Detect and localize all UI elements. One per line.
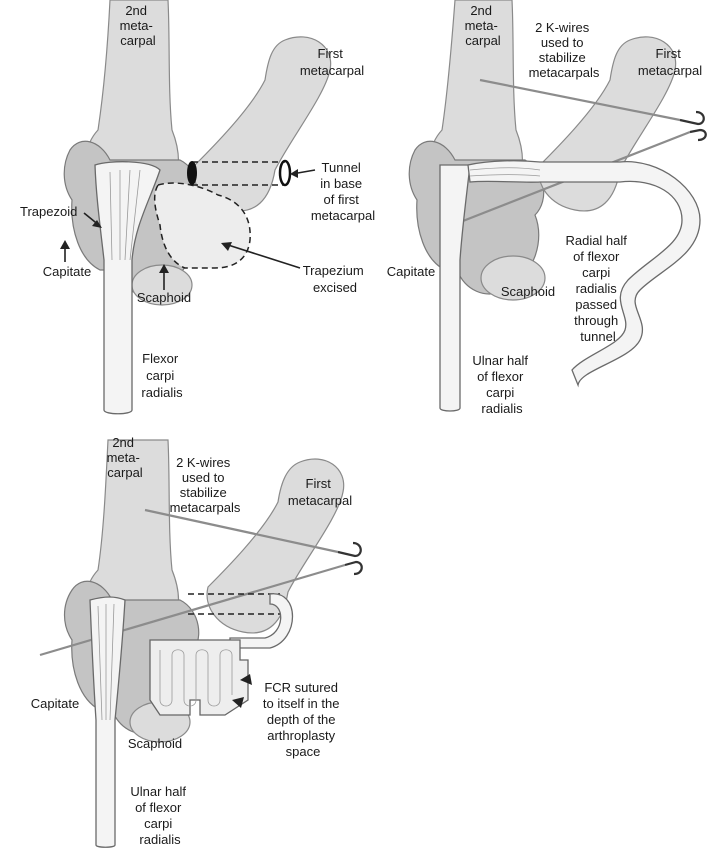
panel-a-scaphoid-label: Scaphoid	[137, 290, 191, 305]
k-wire-hook-1	[337, 541, 362, 558]
radial-half-striations	[469, 167, 541, 177]
k-wire-hook-1	[679, 110, 705, 126]
tunnel-arrow-head	[290, 169, 298, 178]
trapezium-arrow	[224, 243, 301, 269]
panel-c-kwires-label: 2 K-wires used to stabilize metacarpals	[170, 455, 241, 515]
tunnel-entry	[187, 161, 197, 185]
radial-half-fcr-pulled	[467, 160, 701, 388]
panel-a-tunnel-label: Tunnel in base of first metacarpal	[311, 160, 375, 223]
panel-a: 2nd meta- carpal First metacarpal Tunnel…	[20, 0, 375, 415]
panel-c-first-metacarpal-label: First metacarpal	[288, 476, 352, 508]
first-metacarpal-bone	[206, 458, 345, 634]
k-wire-hook-2	[344, 560, 363, 576]
panel-a-capitate-label: Capitate	[43, 264, 91, 279]
panel-b-2nd-metacarpal-label: 2nd meta- carpal	[465, 3, 502, 48]
panel-c: 2nd meta- carpal 2 K-wires used to stabi…	[31, 435, 363, 848]
k-wire-hook-2	[689, 128, 707, 142]
k-wire-2	[39, 563, 346, 657]
trapezoid-arrow-head	[92, 220, 102, 228]
panel-a-2nd-metacarpal-label: 2nd meta- carpal	[120, 3, 157, 48]
panel-b-capitate-label: Capitate	[387, 264, 435, 279]
scaphoid-arrow-head	[159, 264, 169, 273]
k-wire-1	[144, 508, 339, 554]
fcr-accordion-lines	[159, 649, 233, 707]
ulnar-half-fcr	[89, 596, 126, 848]
fcr-accordion-folds	[149, 639, 249, 716]
k-wire-1	[479, 78, 681, 122]
panel-a-trapezoid-label: Trapezoid	[20, 204, 77, 219]
panel-b-first-metacarpal-label: First metacarpal	[638, 46, 702, 78]
panel-b-radial-half-label: Radial half of flexor carpi radialis pas…	[565, 233, 630, 344]
ulnar-half-striations	[97, 603, 115, 721]
panel-c-scaphoid-label: Scaphoid	[128, 736, 182, 751]
suture-arrow-2	[232, 697, 244, 708]
panel-b-kwires-label: 2 K-wires used to stabilize metacarpals	[529, 20, 600, 80]
panel-b-ulnar-half-label: Ulnar half of flexor carpi radialis	[472, 353, 531, 416]
scaphoid-bone	[480, 255, 546, 301]
panel-c-2nd-metacarpal-label: 2nd meta- carpal	[107, 435, 144, 480]
panel-b-scaphoid-label: Scaphoid	[501, 284, 555, 299]
trapezium-arrow-head	[221, 242, 232, 251]
panel-a-trapezium-excised-label: Trapezium excised	[303, 263, 368, 295]
fcr-tendon-striations	[109, 169, 141, 261]
panel-c-ulnar-half-label: Ulnar half of flexor carpi radialis	[130, 784, 189, 847]
suture-arrow-1	[240, 674, 252, 685]
tunnel-exit	[278, 159, 292, 187]
panel-b: 2nd meta- carpal 2 K-wires used to stabi…	[387, 0, 707, 416]
panel-c-capitate-label: Capitate	[31, 696, 79, 711]
ulnar-half-fcr	[439, 164, 471, 412]
capitate-arrow-head	[60, 240, 70, 249]
panel-c-fcr-sutured-label: FCR sutured to itself in the depth of th…	[263, 680, 343, 759]
panel-a-first-metacarpal-label: First metacarpal	[300, 46, 364, 78]
panel-a-fcr-label: Flexor carpi radialis	[141, 351, 183, 400]
